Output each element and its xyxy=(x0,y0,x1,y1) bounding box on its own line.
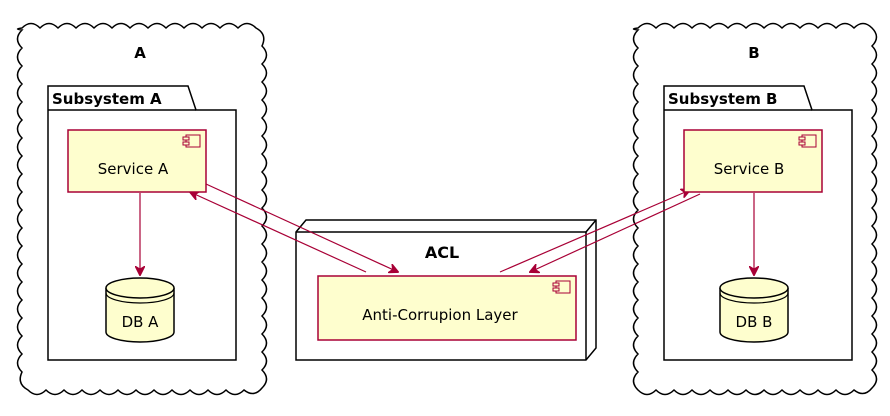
db-b-label: DB B xyxy=(736,313,773,331)
component-anti-corruption-layer: Anti-Corrupion Layer xyxy=(317,275,577,341)
component-icon xyxy=(798,134,817,148)
edge-acl-servicea xyxy=(190,192,367,273)
edge-servicea-acl xyxy=(205,183,398,272)
cloud-a-label: A xyxy=(134,44,146,62)
cloud-b-label: B xyxy=(748,44,759,62)
package-subsystem-b-label: Subsystem B xyxy=(668,90,777,108)
component-service-a: Service A xyxy=(67,129,207,193)
service-a-label: Service A xyxy=(98,160,169,178)
package-subsystem-a-label: Subsystem A xyxy=(52,90,162,108)
edge-serviceb-acl xyxy=(530,193,701,272)
db-a-label: DB A xyxy=(122,313,160,331)
edges xyxy=(140,183,754,275)
node-acl-label: ACL xyxy=(425,243,459,262)
component-icon xyxy=(552,280,571,294)
acl-component-label: Anti-Corrupion Layer xyxy=(362,306,518,324)
database-db-a: DB A xyxy=(105,277,175,343)
service-b-label: Service B xyxy=(714,160,785,178)
edge-acl-serviceb xyxy=(499,190,690,273)
component-service-b: Service B xyxy=(683,129,823,193)
component-icon xyxy=(182,134,201,148)
database-db-b: DB B xyxy=(719,277,789,343)
